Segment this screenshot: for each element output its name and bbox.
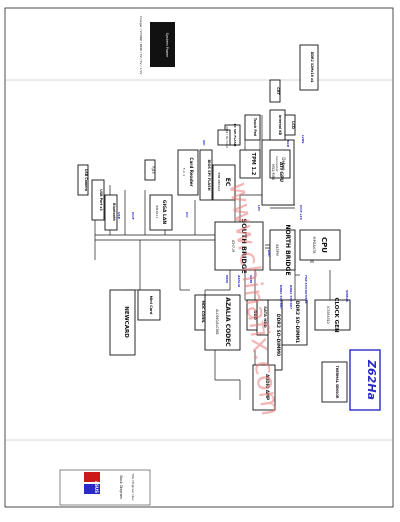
touchpad-title: Touch Pad	[253, 118, 257, 137]
bus-fsb: FSB 533/667MHz	[304, 275, 308, 304]
mdc-title: MDC CONN.	[201, 301, 205, 324]
company-name: ASUS	[94, 481, 99, 493]
ec-flash-title: EC SPI FLASH	[233, 124, 237, 147]
keyboard-title: Internal KB	[278, 115, 282, 136]
nb-sub: 945PM	[275, 244, 279, 256]
bus-ddr2-a: DDR2 533/667	[289, 285, 293, 310]
tpm-block	[239, 149, 261, 179]
bus-dmi: DMI	[267, 250, 271, 257]
sheet-border	[4, 7, 394, 508]
bus-pcie-x16: PCIE x16	[299, 205, 303, 220]
bus-pci: PCI	[185, 212, 189, 218]
bluetooth-block	[104, 194, 118, 231]
newcard-title: NEWCARD	[123, 306, 129, 338]
bluetooth-title: Bluetooth	[112, 203, 116, 221]
azalia-title: AZALIA CODEC	[224, 297, 231, 347]
cpu-sub: MPGA478	[312, 237, 316, 254]
crt-title: CRT	[276, 87, 280, 95]
debug-sub: Connector	[275, 156, 279, 172]
power-panel-dark	[150, 22, 175, 67]
debug-title: Debug	[281, 157, 286, 171]
azalia-sub: ALC660/ALC861	[215, 309, 219, 335]
ddr2-0-title: DDR2 SO-DIMM0	[275, 314, 281, 356]
bus-crt: RGB	[286, 140, 290, 148]
touchpad-block	[244, 114, 261, 141]
ec-title: EC	[224, 178, 231, 187]
sata-title: SATA HDD	[263, 306, 268, 327]
usb-camera-block	[77, 164, 89, 196]
usb-camera-title: USB Camera	[84, 169, 88, 191]
card-reader-block	[177, 149, 199, 196]
lcd-block	[284, 114, 296, 136]
tpm-title: TPM 1.2	[250, 153, 256, 176]
odd-block	[246, 299, 258, 331]
giga-lan-title: GIGA LAN	[161, 200, 167, 224]
sb-title: SOUTH BRIDGE	[240, 218, 248, 273]
io-board-block	[217, 129, 231, 146]
card-reader-sub: 5 in 1	[182, 168, 186, 177]
title-block	[59, 349, 381, 506]
power-notes: Charger / VCORE / DDR / 3V / 5V / 1.5V	[139, 16, 143, 75]
ddr2-1-block	[281, 299, 308, 346]
cpu-title: CPU	[320, 237, 328, 253]
minicard-title: Mini Card	[149, 296, 153, 315]
bus-sata: SATA	[249, 275, 253, 284]
bus-lpc: LPC	[257, 205, 261, 212]
block-frames	[77, 44, 351, 411]
bus-pcie: PCIE	[131, 212, 135, 221]
sb-sub: ICH7-M	[231, 240, 235, 253]
card-reader-title: Card Reader	[189, 157, 194, 187]
bus-ide: PATA	[225, 275, 229, 284]
azalia-block	[204, 294, 241, 351]
bios-block	[199, 149, 213, 201]
newcard-block	[109, 289, 136, 356]
debug-block	[269, 149, 291, 179]
project-title: Z62Ha	[365, 359, 378, 400]
bus-smbus: SMBUS	[345, 290, 349, 302]
ec-block	[212, 164, 236, 201]
mdc-block	[194, 294, 206, 331]
audio-amp-title: AUDIO AMP	[265, 374, 270, 400]
clock-gen-title: CLOCK GEN	[333, 297, 339, 333]
thermal-block	[321, 361, 348, 403]
vram-title: DDR2 32Mx16 x4	[310, 52, 314, 83]
ec-sub: ENE KB3910	[217, 173, 221, 192]
bus-lvds: LVDS	[301, 135, 305, 143]
usb-ports-block	[91, 179, 105, 221]
crt-block	[269, 79, 281, 103]
ati-sub: M52/M54	[271, 164, 275, 181]
bios-title: BIOS SPI FLASH	[207, 159, 211, 190]
odd-title: ODD	[253, 310, 258, 320]
nb-title: NORTH BRIDGE	[284, 224, 291, 275]
ati-title: ATI GPU	[278, 162, 284, 182]
giga-lan-sub: RTL8111	[155, 205, 159, 218]
bus-ddr2-b: DDR2 533/667	[279, 285, 283, 310]
hdmi-vram-block	[299, 44, 319, 91]
south-bridge-block	[214, 221, 264, 271]
lcd-title: LCD	[291, 121, 295, 129]
minicard-block	[137, 289, 161, 321]
sheet-note: Title / Engineer / Rev	[131, 474, 135, 501]
sheet-title: Block Diagram	[119, 475, 123, 498]
bus-azalia: AZALIA	[237, 274, 241, 288]
north-bridge-block	[269, 229, 296, 271]
ddr2-1-title: DDR2 SO-DIMM1	[294, 301, 300, 343]
cpu-block	[299, 229, 341, 261]
usb-ports-title: USB Port x3	[99, 189, 103, 210]
io-board-title: 1394 / IR / Card	[225, 126, 229, 148]
power-title: System Power	[165, 33, 169, 58]
bus-spi: SPI	[202, 140, 206, 146]
rj45-title: RJ45	[151, 166, 155, 173]
rj45-block	[144, 159, 156, 181]
giga-lan-block	[149, 194, 173, 231]
clock-gen-block	[314, 299, 351, 331]
audio-amp-block	[252, 364, 276, 411]
bus-usb: USB	[117, 212, 121, 220]
clock-gen-sub: ICS954310	[326, 306, 330, 323]
thermal-title: THERMAL SENSOR	[335, 366, 339, 399]
